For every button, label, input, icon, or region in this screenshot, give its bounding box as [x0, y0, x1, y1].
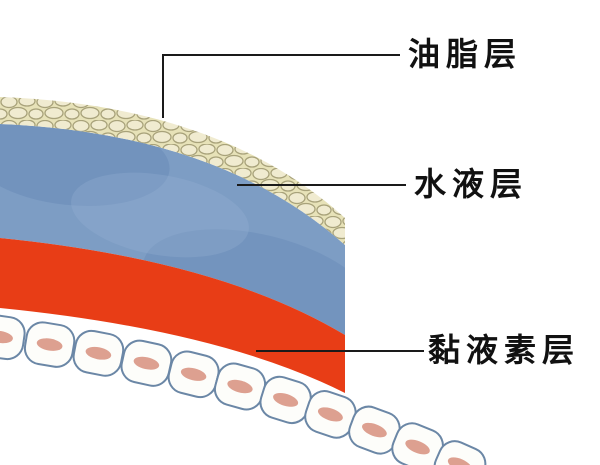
- mucin-layer-band: [0, 238, 345, 393]
- leader-line-oil: [162, 54, 400, 118]
- epithelial-cell: [21, 318, 78, 371]
- label-aqueous-layer: 水液层: [414, 166, 529, 202]
- oil-layer-band: [0, 97, 345, 245]
- label-oil-layer: 油脂层: [408, 36, 523, 72]
- epithelial-cell: [69, 327, 127, 380]
- epithelial-cell: [117, 336, 176, 390]
- epithelial-cell: [164, 347, 223, 402]
- epithelial-cell: [0, 311, 28, 363]
- label-mucin-layer: 黏液素层: [428, 332, 581, 368]
- aqueous-layer-band: [0, 124, 345, 335]
